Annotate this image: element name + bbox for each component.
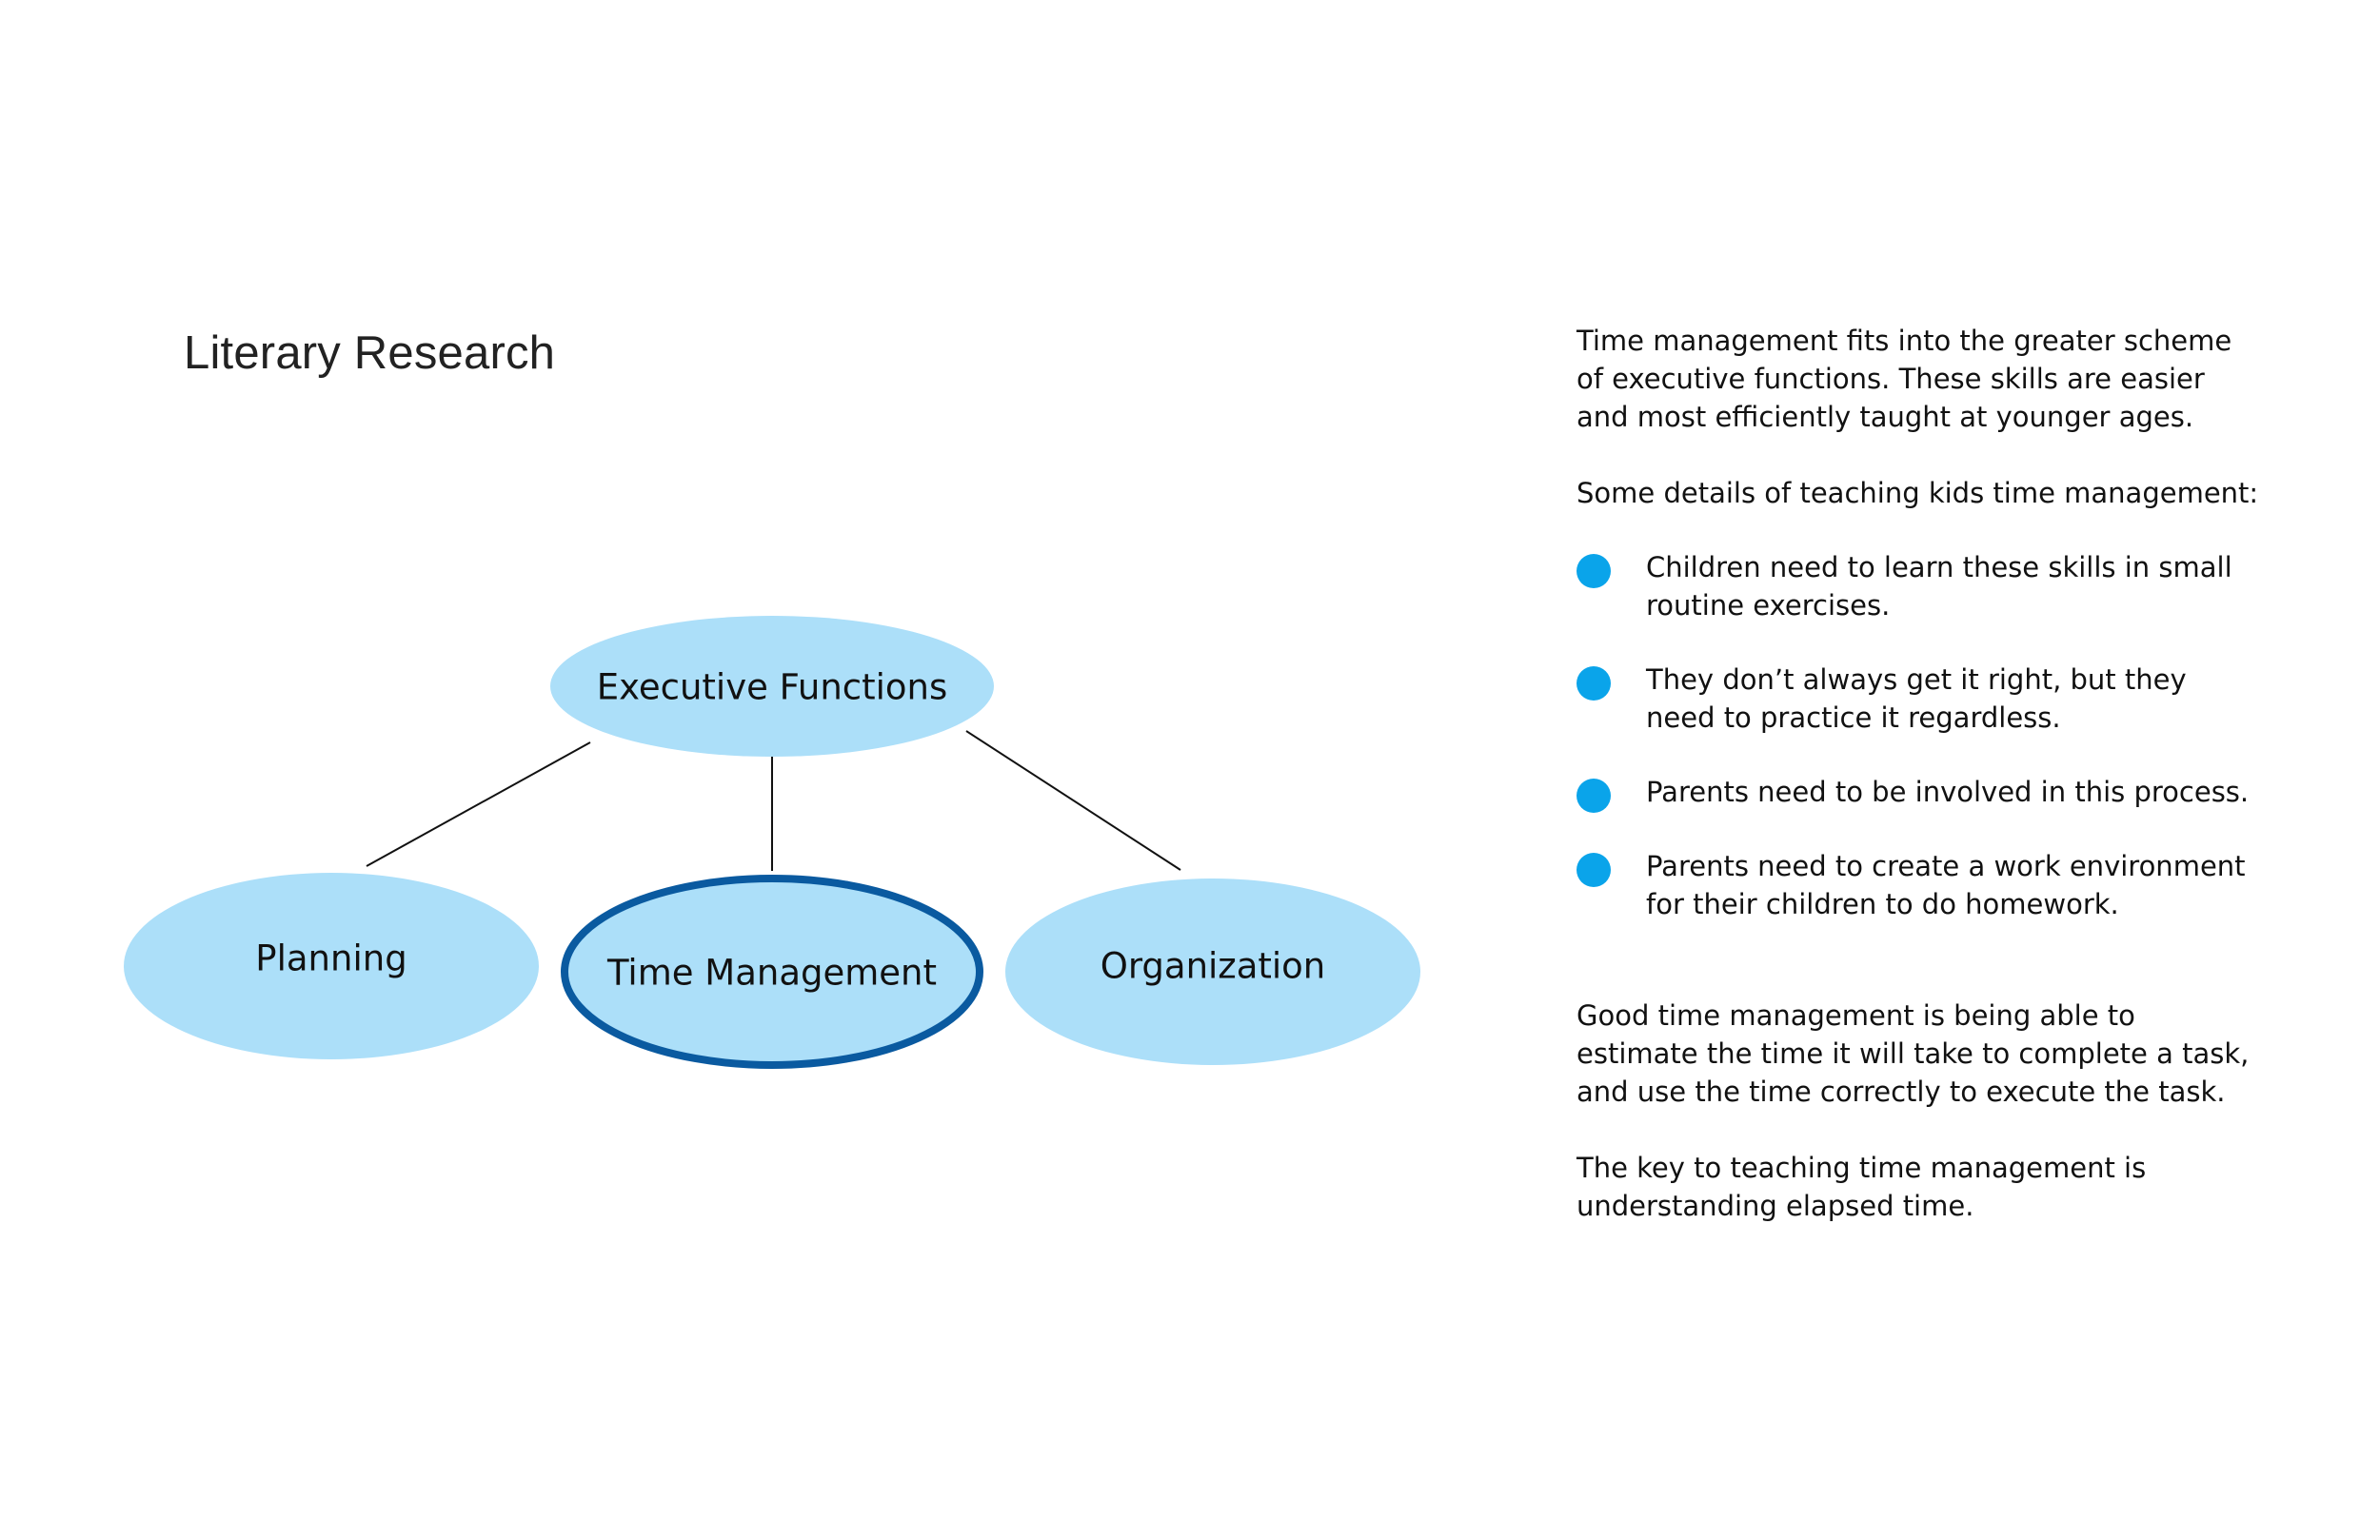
list-item: They don’t always get it right, but they…: [1577, 661, 2262, 737]
node-executive-functions-label: Executive Functions: [597, 667, 948, 708]
list-item: Children need to learn these skills in s…: [1577, 548, 2262, 624]
intro-paragraph: Time management fits into the greater sc…: [1577, 325, 2232, 433]
lead-in-paragraph: Some details of teaching kids time manag…: [1577, 477, 2259, 509]
bullet-dot-icon: [1577, 666, 1611, 701]
bullet-dot-icon: [1577, 779, 1611, 813]
node-executive-functions-shape: [550, 616, 994, 757]
bullet-dot-icon: [1577, 554, 1611, 588]
node-executive-functions: Executive Functions: [550, 616, 994, 757]
node-time-management-label: Time Management: [606, 953, 937, 994]
list-item: Parents need to create a work environmen…: [1577, 847, 2262, 923]
node-time-management-shape: [561, 875, 983, 1069]
node-organization: Organization: [1005, 879, 1420, 1065]
node-organization-shape: [1005, 879, 1420, 1065]
page-title: Literary Research: [184, 327, 556, 379]
node-organization-label: Organization: [1101, 946, 1326, 987]
node-planning-shape: [124, 873, 539, 1059]
list-item-text: They don’t always get it right, but they…: [1646, 663, 2187, 734]
bullet-dot-icon: [1577, 853, 1611, 887]
text-panel: Time management fits into the greater sc…: [1577, 322, 2262, 1225]
node-planning: Planning: [124, 873, 539, 1059]
hierarchy-diagram: Executive Functions Planning Time Manage…: [124, 616, 1420, 1069]
summary-paragraph: Good time management is being able to es…: [1577, 999, 2250, 1108]
node-planning-label: Planning: [255, 938, 407, 979]
node-time-management: Time Management: [561, 875, 983, 1069]
list-item-text: Parents need to create a work environmen…: [1646, 850, 2246, 920]
connector-organization: [965, 730, 1181, 871]
details-list: Children need to learn these skills in s…: [1577, 548, 2262, 923]
connector-planning: [366, 741, 591, 867]
list-item-text: Children need to learn these skills in s…: [1646, 551, 2232, 622]
list-item-text: Parents need to be involved in this proc…: [1646, 776, 2250, 808]
key-paragraph: The key to teaching time management is u…: [1577, 1152, 2147, 1222]
list-item: Parents need to be involved in this proc…: [1577, 773, 2262, 813]
